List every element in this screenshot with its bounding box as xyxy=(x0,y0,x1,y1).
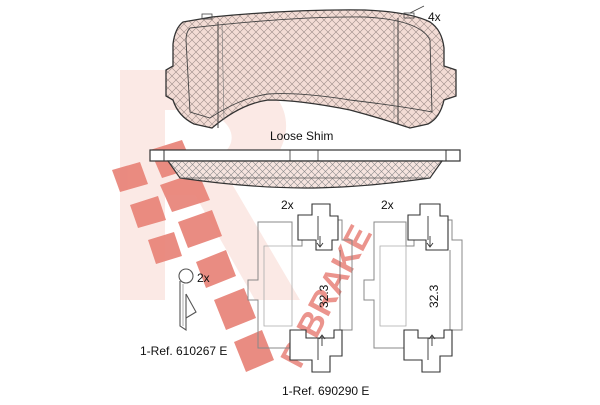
spring-clip-quantity-label: 2x xyxy=(197,271,210,285)
clip-kit-right-quantity-label: 2x xyxy=(381,198,394,212)
clip-kit-reference: 1-Ref. 690290 E xyxy=(282,384,369,398)
clip-kit-left-dimension: 32.3 xyxy=(317,284,331,308)
clip-kit-left-quantity-label: 2x xyxy=(281,198,294,212)
loose-shim-label: Loose Shim xyxy=(270,129,333,143)
brand-logo-watermark: R BRAKE xyxy=(112,70,380,374)
spring-clip-reference: 1-Ref. 610267 E xyxy=(140,344,227,358)
clip-kit-right-drawing xyxy=(363,203,463,373)
brake-pad-top-view xyxy=(165,5,457,129)
spring-clip-drawing xyxy=(178,268,197,332)
pad-side-view xyxy=(149,149,461,189)
clip-kit-right-dimension: 32.3 xyxy=(427,284,441,308)
clip-kit-left-drawing xyxy=(247,203,353,373)
pad-quantity-label: 4x xyxy=(428,10,441,24)
